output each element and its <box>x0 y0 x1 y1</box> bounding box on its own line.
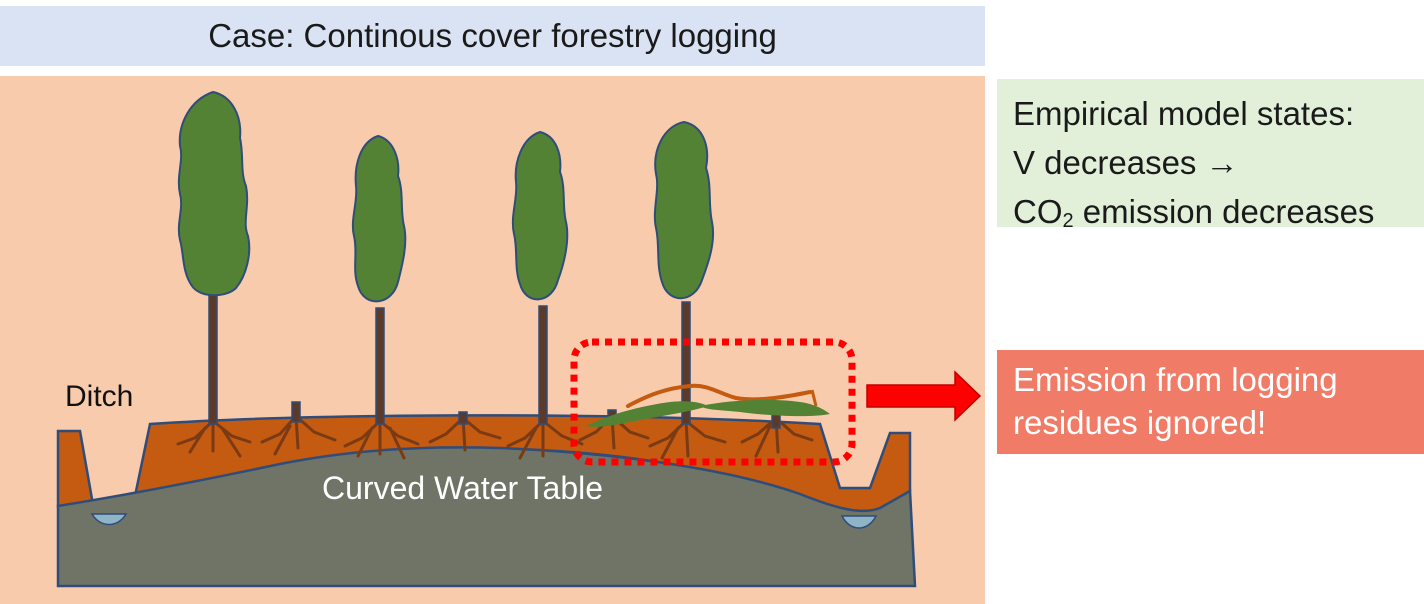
water-table-layer <box>56 446 917 588</box>
ditch-label: Ditch <box>65 380 134 413</box>
warning-box: Emission from logging residues ignored! <box>997 350 1424 454</box>
warning-line-2: residues ignored! <box>1013 404 1267 441</box>
warning-line-1: Emission from logging <box>1013 361 1338 398</box>
residue-highlight-box <box>570 338 856 466</box>
model-line-3: CO2 emission decreases <box>1013 187 1424 246</box>
co2-subscript: 2 <box>1062 210 1074 232</box>
title-text: Case: Continous cover forestry logging <box>208 17 777 54</box>
empirical-model-box: Empirical model states: V decreases → CO… <box>997 79 1424 232</box>
water-table-label: Curved Water Table <box>322 470 604 506</box>
model-line-1: Empirical model states: <box>1013 95 1355 132</box>
ditch-water-right <box>840 515 878 529</box>
residue-branch-left <box>586 401 708 427</box>
forest-scene <box>0 76 985 604</box>
tree-trunks <box>208 293 691 425</box>
tree-crown-2 <box>351 134 407 303</box>
model-line-2: V decreases → <box>1013 144 1239 181</box>
residue-branch-right <box>700 399 830 417</box>
tree-crowns <box>177 90 714 303</box>
tree-crown-3 <box>511 130 569 301</box>
logging-residues <box>586 383 830 427</box>
co2-prefix: CO <box>1013 193 1063 230</box>
residue-branch-brown <box>626 383 812 408</box>
tree-crown-1 <box>177 90 251 297</box>
arrow-right-icon <box>866 370 982 422</box>
tree-crown-4 <box>653 120 714 300</box>
co2-suffix: emission decreases <box>1073 193 1375 230</box>
ditch-water-left <box>90 513 128 526</box>
title-bar: Case: Continous cover forestry logging <box>0 6 985 66</box>
